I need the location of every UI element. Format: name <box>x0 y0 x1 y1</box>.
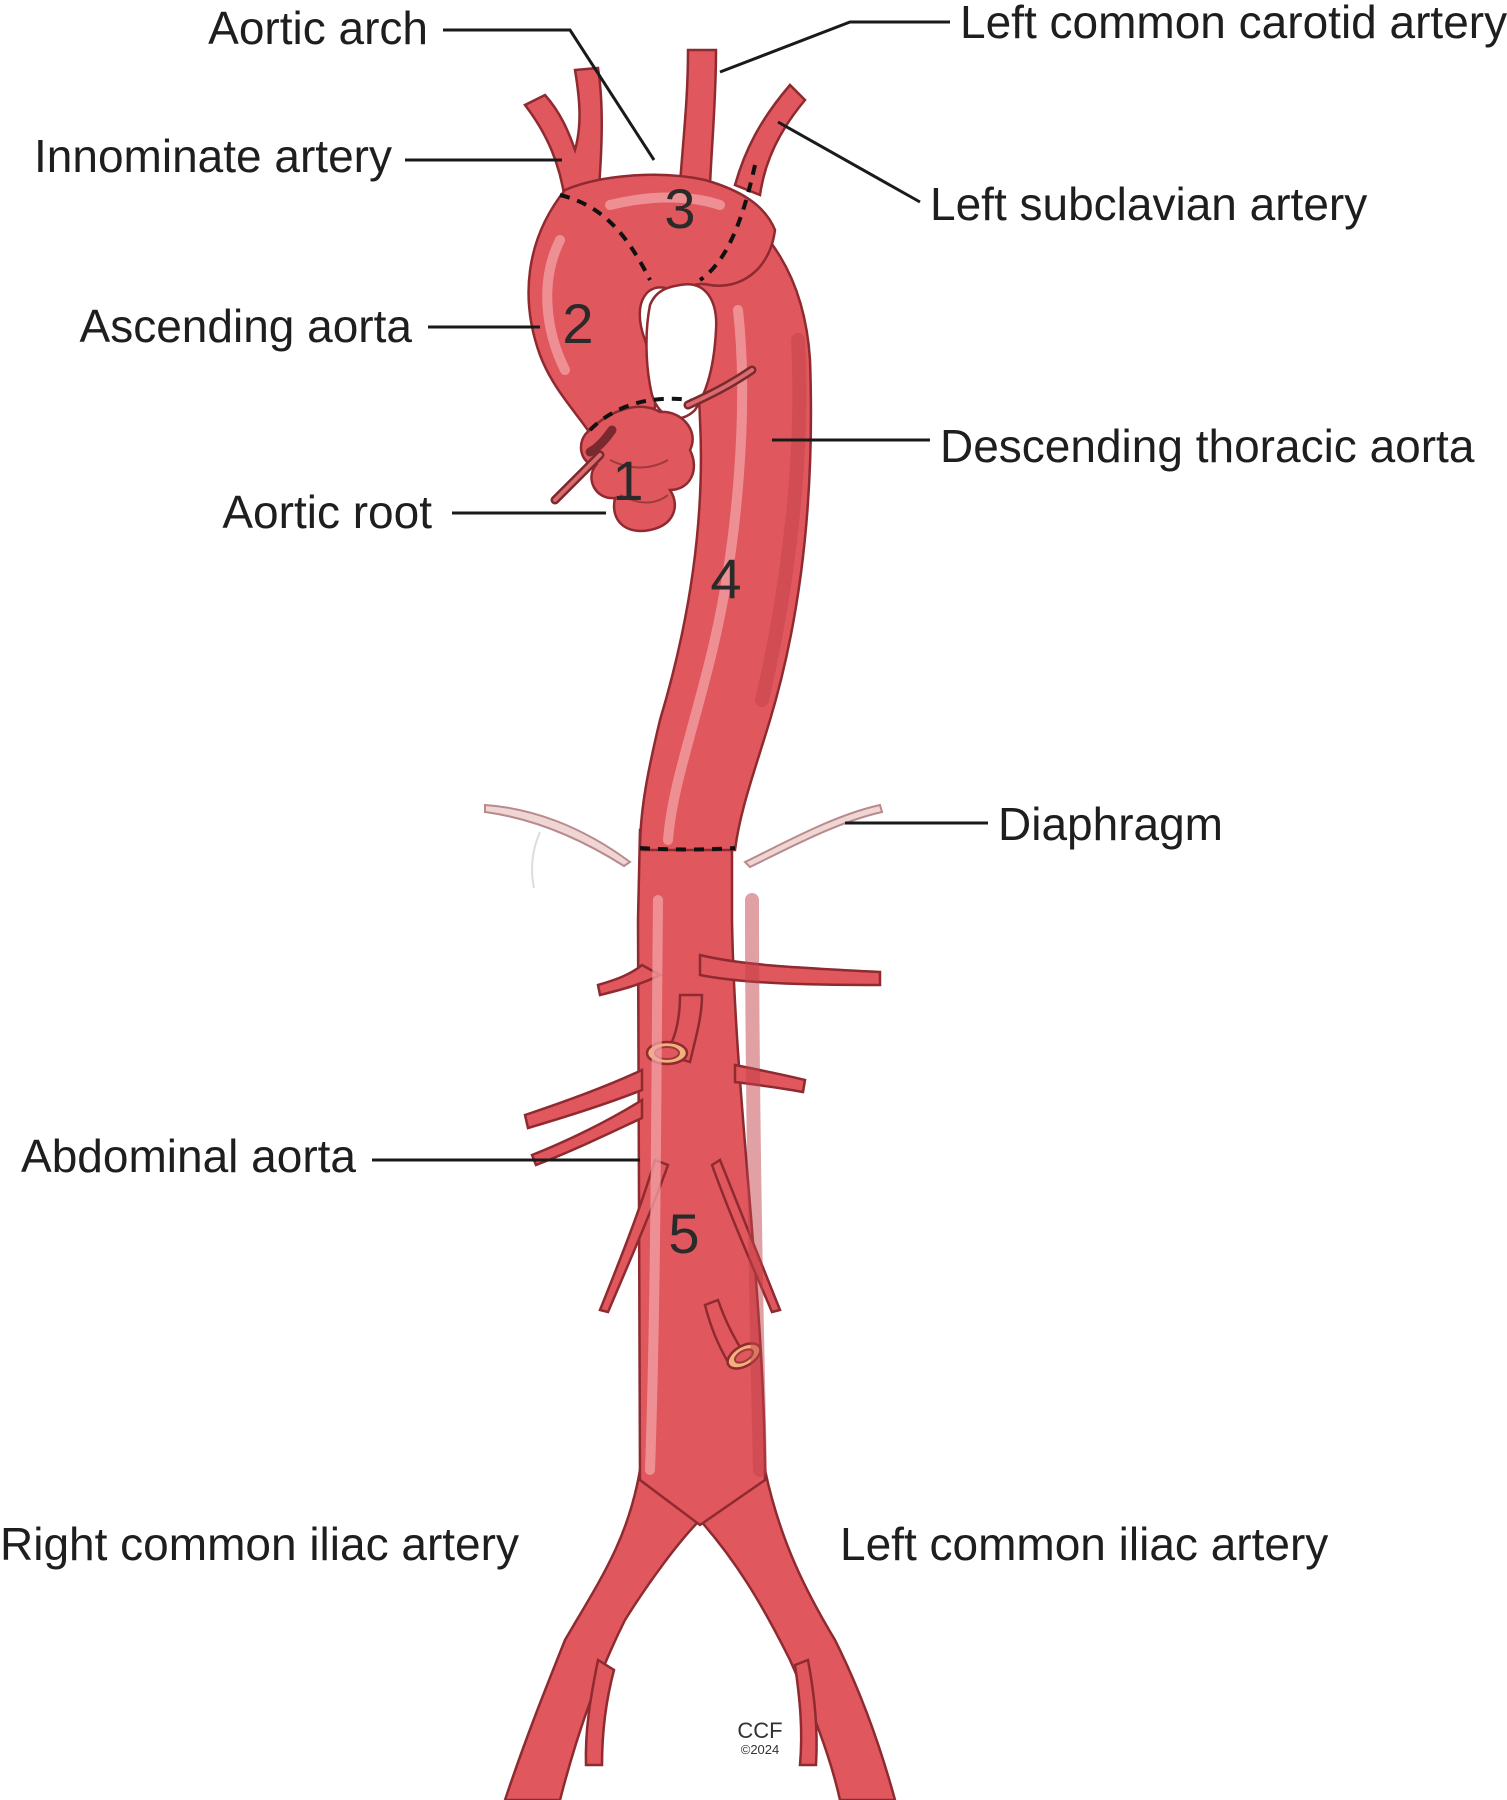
diaphragm-shape <box>484 803 884 889</box>
label-ascending-aorta: Ascending aorta <box>80 300 413 352</box>
aortic-root <box>550 365 757 533</box>
segment-number-ascending: 2 <box>562 292 593 355</box>
arch-branches <box>523 48 807 202</box>
segment-number-arch: 3 <box>664 177 695 240</box>
ascending-aorta-arch <box>527 173 777 462</box>
iliac-arteries <box>503 1467 897 1800</box>
label-aortic-root: Aortic root <box>222 486 432 538</box>
label-left-subclavian-artery: Left subclavian artery <box>930 178 1367 230</box>
label-aortic-arch: Aortic arch <box>208 2 428 54</box>
label-left-common-carotid-artery: Left common carotid artery <box>960 0 1507 48</box>
label-diaphragm: Diaphragm <box>998 798 1223 850</box>
abdominal-aorta <box>523 828 882 1527</box>
segment-number-root: 1 <box>612 449 643 512</box>
label-innominate-artery: Innominate artery <box>34 130 392 182</box>
credit-mark: CCF <box>737 1718 782 1743</box>
label-left-common-iliac-artery: Left common iliac artery <box>840 1518 1328 1570</box>
label-descending-thoracic-aorta: Descending thoracic aorta <box>940 420 1475 472</box>
descending-thoracic-aorta <box>638 188 813 852</box>
credit-year: ©2024 <box>741 1742 780 1757</box>
label-right-common-iliac-artery: Right common iliac artery <box>0 1518 519 1570</box>
segment-number-abdominal: 5 <box>668 1202 699 1265</box>
label-abdominal-aorta: Abdominal aorta <box>21 1130 356 1182</box>
segment-number-descending: 4 <box>710 547 741 610</box>
leader-lines <box>372 20 988 1162</box>
segment-boundaries <box>559 164 757 852</box>
